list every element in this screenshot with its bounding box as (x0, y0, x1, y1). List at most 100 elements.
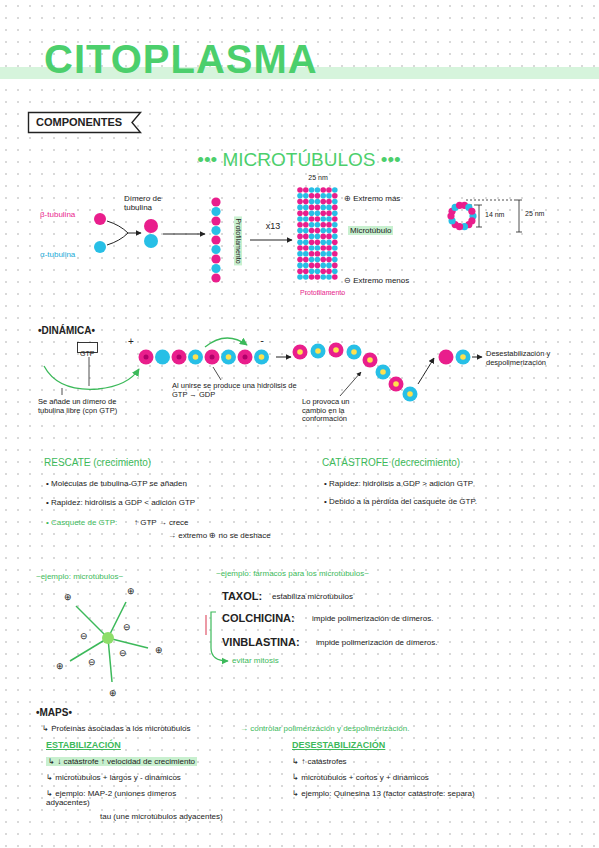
tubulin-subunit (363, 353, 378, 368)
example-heading: ~ejemplo: microtúbulos~ (36, 572, 123, 581)
tubulin-subunit (376, 365, 391, 380)
tubulin-subunit (303, 245, 309, 251)
tubulin-subunit (326, 199, 332, 205)
tubulin-subunit (211, 273, 220, 282)
tubulin-subunit (205, 350, 220, 365)
note-text: Al unirse se produce una hidrólisis de G… (172, 382, 297, 399)
tubulin-subunit (332, 199, 338, 205)
tubulin-subunit (297, 245, 303, 251)
tubulin-subunit (315, 193, 321, 199)
section-heading: •DINÁMICA• (38, 325, 95, 337)
alpha-tubulin (94, 241, 106, 253)
part-name: α-tubulina (40, 250, 75, 259)
gdp-dot (351, 349, 357, 355)
tubulin-subunit (315, 222, 321, 228)
tubulin-subunit (326, 251, 332, 257)
tubulin-subunit (297, 268, 303, 274)
tubulin-subunit (326, 268, 332, 274)
tubulin-subunit (315, 205, 321, 211)
dimer-beta (144, 219, 158, 233)
tubulin-subunit (332, 245, 338, 251)
multiplier-label: x13 (266, 221, 281, 231)
tubulin-subunit (326, 228, 332, 234)
tubulin-subunit (320, 216, 326, 222)
tubulin-subunit (303, 205, 309, 211)
gdp-dot (226, 354, 232, 360)
tubulin-subunit (315, 274, 321, 280)
tubulin-subunit (297, 205, 303, 211)
tubulin-subunit (303, 187, 309, 193)
tubulin-subunit (311, 344, 326, 359)
dimer-formation (107, 221, 292, 245)
bullet-text: ↳ ↓ catástrofe ↑ velocidad de crecimient… (46, 757, 197, 766)
gdp-dot (407, 391, 413, 397)
gtp-dot (144, 355, 149, 360)
page-title: CITOPLASMA (44, 36, 318, 82)
tubulin-subunit (309, 193, 315, 199)
tubulin-subunit (315, 216, 321, 222)
tubulin-subunit (254, 350, 269, 365)
bullet-text: ↳ microtúbulos + cortos y + dinámicos (292, 773, 429, 782)
drug-name: VINBLASTINA: (222, 636, 300, 649)
tubulin-subunit (315, 210, 321, 216)
tubulin-subunit (309, 216, 315, 222)
tubulin-subunit (320, 251, 326, 257)
part-name: Dímero de tubulina (124, 194, 182, 212)
end-sign: ⊖ (123, 622, 131, 632)
gdp-dot (297, 349, 303, 355)
tubulin-subunit (315, 187, 321, 193)
bullet-text: → extremo ⊕ no se deshace (168, 531, 318, 540)
tubulin-subunit (297, 234, 303, 240)
tubulin-subunit (326, 222, 332, 228)
tubulin-subunit (309, 187, 315, 193)
tubulin-subunit (456, 350, 471, 365)
bullet-text: ↑ GTP → crece (134, 518, 189, 527)
end-sign: ⊕ (127, 586, 135, 596)
tubulin-subunit (297, 274, 303, 280)
tubulin-subunit (309, 263, 315, 269)
centrosome (102, 632, 114, 644)
bullet-text: ↳ ejemplo: Quinesina 13 (factor catástro… (292, 789, 572, 798)
tubulin-subunit (320, 263, 326, 269)
tubulin-subunit (309, 251, 315, 257)
subheading: DESESTABILIZACIÓN (292, 740, 385, 750)
tubulin-subunit (326, 187, 332, 193)
tubulin-subunit (332, 193, 338, 199)
node-text: GTP (77, 349, 97, 359)
end-sign: ⊕ (155, 645, 163, 655)
tubulin-subunit (320, 245, 326, 251)
tubulin-subunit (332, 268, 338, 274)
tubulin-subunit (320, 234, 326, 240)
tubulin-subunit (211, 226, 220, 235)
gdp-dot (380, 369, 386, 375)
tubulin-subunit (303, 222, 309, 228)
end-sign: ⊕ (64, 592, 72, 602)
tubulin-subunit (303, 263, 309, 269)
tubulin-subunit (332, 187, 338, 193)
tubulin-subunit (303, 274, 309, 280)
gdp-dot (393, 381, 399, 387)
tubulin-subunit (309, 199, 315, 205)
note-text: Desestabilización y despolimerización (486, 350, 576, 367)
tubulin-subunit (320, 199, 326, 205)
tubulin-subunit (315, 245, 321, 251)
tubulin-subunit (389, 377, 404, 392)
tubulin-subunit (332, 228, 338, 234)
bullet-text: tau (une microtúbulos adyacentes) (100, 812, 230, 821)
dimension-label: 25 nm (308, 174, 327, 182)
tubulin-subunit (303, 216, 309, 222)
tubulin-subunit (403, 387, 418, 402)
part-name: ⊕ Extremo más (344, 194, 400, 203)
bullet-text: • Casquete de GTP: (46, 518, 117, 527)
part-name: Protofilamento (300, 289, 345, 297)
tubulin-subunit (211, 254, 220, 263)
tubulin-subunit (297, 199, 303, 205)
tubulin-subunit (139, 350, 154, 365)
tubulin-subunit (326, 193, 332, 199)
tubulin-subunit (238, 350, 253, 365)
tubulin-subunit (320, 228, 326, 234)
tubulin-subunit (320, 187, 326, 193)
end-sign: - (260, 334, 264, 347)
end-sign: ⊕ (56, 661, 64, 671)
tubulin-subunit (332, 263, 338, 269)
